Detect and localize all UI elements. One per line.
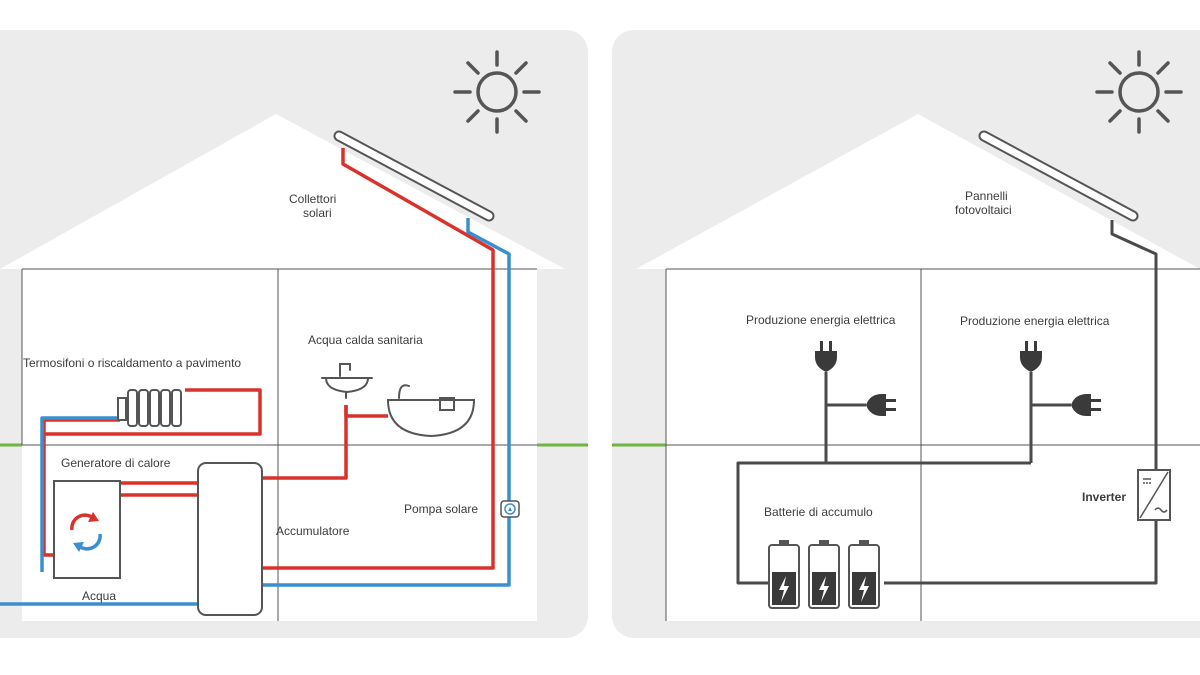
- pump-icon: [500, 500, 520, 518]
- bathtub-icon: [386, 384, 476, 438]
- label-pv-panels-2: fotovoltaici: [955, 203, 1012, 217]
- heat-generator-icon: [53, 480, 121, 579]
- sun-icon: [453, 50, 541, 134]
- sink-icon: [321, 363, 373, 399]
- label-solar-pump: Pompa solare: [404, 502, 478, 516]
- label-batteries: Batterie di accumulo: [764, 505, 873, 519]
- photovoltaic-panel: Pannelli fotovoltaici Produzione energia…: [612, 30, 1200, 638]
- label-pv-panels-1: Pannelli: [965, 189, 1008, 203]
- label-collectors-2: solari: [303, 206, 332, 220]
- plug-icon: [815, 341, 837, 372]
- radiator-icon: [117, 389, 182, 427]
- sun-icon: [1095, 50, 1183, 134]
- inverter-icon: [1137, 469, 1171, 521]
- battery-icon: [768, 540, 800, 609]
- storage-tank-icon: [197, 462, 263, 616]
- label-heat-generator: Generatore di calore: [61, 456, 171, 470]
- label-power-production-1: Produzione energia elettrica: [746, 313, 896, 327]
- solar-collector: [333, 130, 495, 222]
- label-sanitary-water: Acqua calda sanitaria: [308, 333, 423, 347]
- label-power-production-2: Produzione energia elettrica: [960, 314, 1110, 328]
- label-storage-tank: Accumulatore: [276, 524, 350, 538]
- electric-lines: [736, 220, 1158, 585]
- plug-icon: [1020, 341, 1042, 372]
- label-radiators: Termosifoni o riscaldamento a pavimento: [23, 356, 241, 370]
- socket-icon: [866, 394, 896, 416]
- pv-panel: [978, 130, 1139, 222]
- house-structure-lines: [21, 268, 537, 621]
- battery-icon: [808, 540, 840, 609]
- battery-icon: [848, 540, 880, 609]
- solar-thermal-panel: Collettori solari Acqua calda sanitaria …: [0, 30, 588, 638]
- label-collectors-1: Collettori: [289, 192, 336, 206]
- socket-icon: [1071, 394, 1101, 416]
- label-inverter: Inverter: [1082, 490, 1126, 504]
- house-outline: [636, 114, 1200, 621]
- label-water: Acqua: [82, 589, 116, 603]
- house-structure-lines: [665, 268, 1200, 621]
